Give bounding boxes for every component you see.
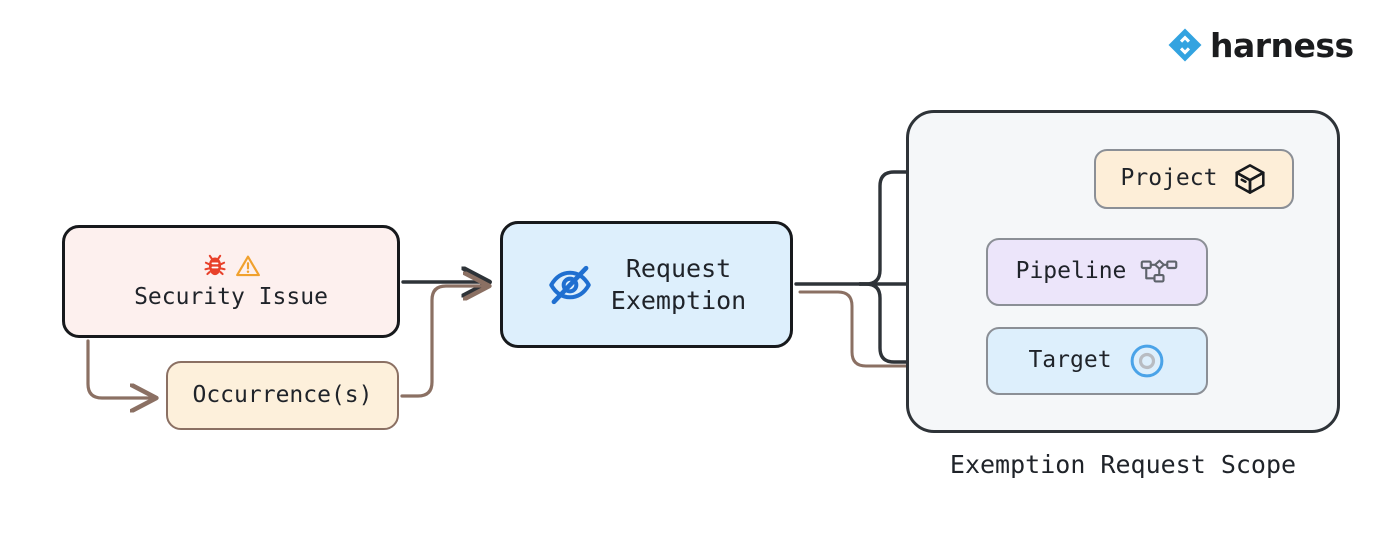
node-pipeline-label: Pipeline bbox=[1015, 258, 1127, 285]
eye-off-icon bbox=[548, 265, 591, 304]
bug-icon bbox=[203, 254, 226, 275]
edge-request-to-target bbox=[858, 282, 972, 362]
brand-name: harness bbox=[1210, 25, 1354, 65]
edge-security-to-occurrence bbox=[86, 339, 154, 398]
cube-icon bbox=[1235, 164, 1266, 194]
node-project-label: Project bbox=[1120, 165, 1218, 192]
warning-triangle-icon bbox=[235, 255, 260, 276]
node-request-exemption-label-line2: Exemption bbox=[610, 285, 747, 315]
edge-occurrence-to-target bbox=[798, 290, 944, 366]
node-security-issue-label: Security Issue bbox=[134, 283, 328, 310]
pipeline-nodes-icon bbox=[1141, 259, 1178, 283]
harness-diamond-logo-icon bbox=[1168, 28, 1202, 62]
node-target[interactable]: Target bbox=[986, 327, 1208, 395]
node-pipeline[interactable]: Pipeline bbox=[986, 238, 1208, 306]
node-occurrence-label: Occurrence(s) bbox=[192, 381, 373, 408]
node-security-issue[interactable]: Security Issue bbox=[62, 225, 400, 338]
security-issue-icons bbox=[202, 251, 261, 281]
node-project[interactable]: Project bbox=[1094, 149, 1294, 209]
node-target-label: Target bbox=[1028, 347, 1112, 374]
brand-logo: harness bbox=[1168, 28, 1354, 62]
node-request-exemption-label-line1: Request bbox=[625, 253, 732, 283]
target-circle-icon bbox=[1130, 344, 1163, 378]
exemption-request-scope-label: Exemption Request Scope bbox=[949, 450, 1297, 479]
node-occurrence[interactable]: Occurrence(s) bbox=[166, 361, 399, 430]
edge-occurrence-to-request bbox=[400, 286, 487, 398]
